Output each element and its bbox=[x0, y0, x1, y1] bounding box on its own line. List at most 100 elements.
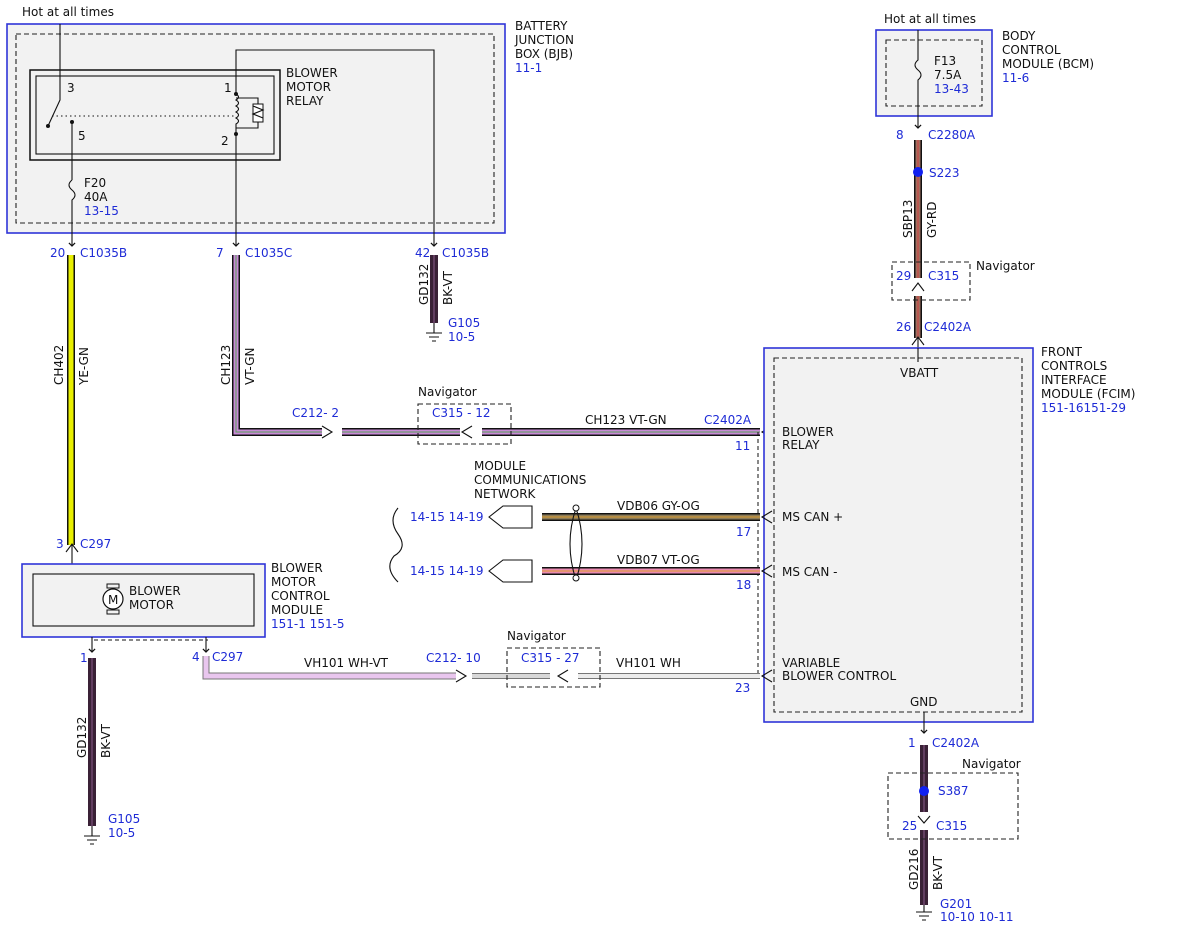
fcim-label-2: CONTROLS bbox=[1041, 359, 1107, 373]
splice-s387 bbox=[919, 786, 929, 796]
c2402a-gnd-name: C2402A bbox=[932, 736, 980, 750]
blower-motor-label-2: MOTOR bbox=[129, 598, 174, 612]
wire-vdb06-label: VDB06 GY-OG bbox=[617, 499, 700, 513]
mcn-label-1: MODULE bbox=[474, 459, 526, 473]
bcm-ref: 11-6 bbox=[1002, 71, 1029, 85]
fcim-ms-can-minus: MS CAN - bbox=[782, 565, 838, 579]
fuse-f20-ref: 13-15 bbox=[84, 204, 119, 218]
motor-symbol: M bbox=[108, 593, 118, 607]
fcim-label-1: FRONT bbox=[1041, 345, 1083, 359]
fcim-label-3: INTERFACE bbox=[1041, 373, 1107, 387]
battery-junction-box: BATTERY JUNCTION BOX (BJB) 11-1 bbox=[6, 19, 574, 234]
fuse-f13-amp: 7.5A bbox=[934, 68, 962, 82]
fuse-f20-name: F20 bbox=[84, 176, 106, 190]
c2402a-26-name: C2402A bbox=[924, 320, 972, 334]
c1035b-20-pin: 20 bbox=[50, 246, 65, 260]
relay-pin-1: 1 bbox=[224, 81, 232, 95]
c297-3-arrow bbox=[65, 543, 79, 564]
wire-gd132-top-color: BK-VT bbox=[441, 270, 455, 305]
wire-gd216-color: BK-VT bbox=[931, 855, 945, 890]
navigator-label-2: Navigator bbox=[418, 385, 477, 399]
ref-14-15-14-19-b: 14-15 14-19 bbox=[410, 564, 484, 578]
wire-gd132-bottom: GD132 BK-VT bbox=[75, 658, 113, 845]
ref-14-15-14-19-a: 14-15 14-19 bbox=[410, 510, 484, 524]
c315-25-arrow bbox=[917, 815, 931, 824]
splice-s387-label: S387 bbox=[938, 784, 969, 798]
fuse-f20-amp: 40A bbox=[84, 190, 108, 204]
wire-gd216-circuit: GD216 bbox=[907, 849, 921, 890]
body-control-module: BODY CONTROL MODULE (BCM) 11-6 F13 7.5A … bbox=[875, 29, 1094, 129]
wire-ch123: CH123 VT-GN bbox=[219, 255, 773, 439]
relay-label-2: MOTOR bbox=[286, 80, 331, 94]
bjb-ground-path bbox=[235, 49, 438, 247]
c2402a-26-pin: 26 bbox=[896, 320, 911, 334]
c315-25-pin: 25 bbox=[902, 819, 917, 833]
c1035b-42-pin: 42 bbox=[415, 246, 430, 260]
fcim-ref: 151-16151-29 bbox=[1041, 401, 1126, 415]
wire-sbp13: SBP13 GY-RD bbox=[901, 140, 939, 338]
fcim-blower-relay-1: BLOWER bbox=[782, 425, 834, 439]
fcim-variable-label: VARIABLE bbox=[782, 656, 840, 670]
bjb-label-2: JUNCTION bbox=[514, 33, 574, 47]
c315-29-name: C315 bbox=[928, 269, 959, 283]
c315-12-label: C315 - 12 bbox=[432, 406, 491, 420]
c212-10-label: C212- 10 bbox=[426, 651, 481, 665]
navigator-label-4: Navigator bbox=[962, 757, 1021, 771]
bmcm-label-4: MODULE bbox=[271, 603, 323, 617]
wire-gd216: GD216 BK-VT bbox=[907, 745, 945, 921]
fcim-vbatt: VBATT bbox=[900, 366, 939, 380]
splice-s223 bbox=[913, 167, 923, 177]
g105-bottom-name: G105 bbox=[108, 812, 140, 826]
relay-label-3: RELAY bbox=[286, 94, 324, 108]
bjb-ref: 11-1 bbox=[515, 61, 542, 75]
c2280a-pin: 8 bbox=[896, 128, 904, 142]
c297-3-name: C297 bbox=[80, 537, 111, 551]
c1035c-7-pin: 7 bbox=[216, 246, 224, 260]
fcim-blower-control-label: BLOWER CONTROL bbox=[782, 669, 896, 683]
pin-23: 23 bbox=[735, 681, 750, 695]
c297-4-name: C297 bbox=[212, 650, 243, 664]
c1035b-42-name: C1035B bbox=[442, 246, 489, 260]
navigator-box-c315-29 bbox=[891, 261, 971, 301]
c315-25-name: C315 bbox=[936, 819, 967, 833]
c2402a-gnd-pin: 1 bbox=[908, 736, 916, 750]
navigator-box-s387 bbox=[887, 772, 1019, 840]
mcn-label-2: COMMUNICATIONS bbox=[474, 473, 586, 487]
fuse-f13-name: F13 bbox=[934, 54, 956, 68]
navigator-box-c315-27 bbox=[506, 647, 601, 688]
bmcm-label-1: BLOWER bbox=[271, 561, 323, 575]
g105-top-name: G105 bbox=[448, 316, 480, 330]
relay-pin-3: 3 bbox=[67, 81, 75, 95]
blower-motor-control-module: BLOWER MOTOR CONTROL MODULE 151-1 151-5 … bbox=[21, 561, 345, 638]
fcim-gnd: GND bbox=[910, 695, 938, 709]
g105-bottom-ref: 10-5 bbox=[108, 826, 135, 840]
c2280a-name: C2280A bbox=[928, 128, 976, 142]
relay-label-1: BLOWER bbox=[286, 66, 338, 80]
fuse-f13-ref: 13-43 bbox=[934, 82, 969, 96]
c297-3-pin: 3 bbox=[56, 537, 64, 551]
relay-pin-5: 5 bbox=[78, 129, 86, 143]
navigator-label-1: Navigator bbox=[976, 259, 1035, 273]
wire-vh101-wh-vt bbox=[202, 656, 773, 683]
wire-ch123-horizontal-label: CH123 VT-GN bbox=[585, 413, 667, 427]
hot-at-all-times-label: Hot at all times bbox=[22, 5, 114, 19]
c1035c-7-name: C1035C bbox=[245, 246, 292, 260]
wire-ch402-circuit: CH402 bbox=[52, 345, 66, 385]
c212-2-label: C212- 2 bbox=[292, 406, 339, 420]
wire-gd132-bottom-color: BK-VT bbox=[99, 723, 113, 758]
c1035b-20-name: C1035B bbox=[80, 246, 127, 260]
fuse-f20-symbol bbox=[68, 179, 76, 247]
g201-name: G201 bbox=[940, 897, 972, 911]
front-controls-interface-module: FRONT CONTROLS INTERFACE MODULE (FCIM) 1… bbox=[763, 345, 1135, 723]
splice-s223-label: S223 bbox=[929, 166, 960, 180]
fcim-blower-relay-2: RELAY bbox=[782, 438, 820, 452]
c315-29-pin: 29 bbox=[896, 269, 911, 283]
blower-motor-relay: BLOWER MOTOR RELAY 3 5 1 2 bbox=[29, 24, 338, 161]
navigator-box-c315-12 bbox=[417, 403, 512, 445]
bmcm-label-3: CONTROL bbox=[271, 589, 330, 603]
blower-motor-label-1: BLOWER bbox=[129, 584, 181, 598]
bjb-label-1: BATTERY bbox=[515, 19, 568, 33]
g105-top-ref: 10-5 bbox=[448, 330, 475, 344]
wire-ch402: CH402 YE-GN bbox=[52, 255, 91, 545]
